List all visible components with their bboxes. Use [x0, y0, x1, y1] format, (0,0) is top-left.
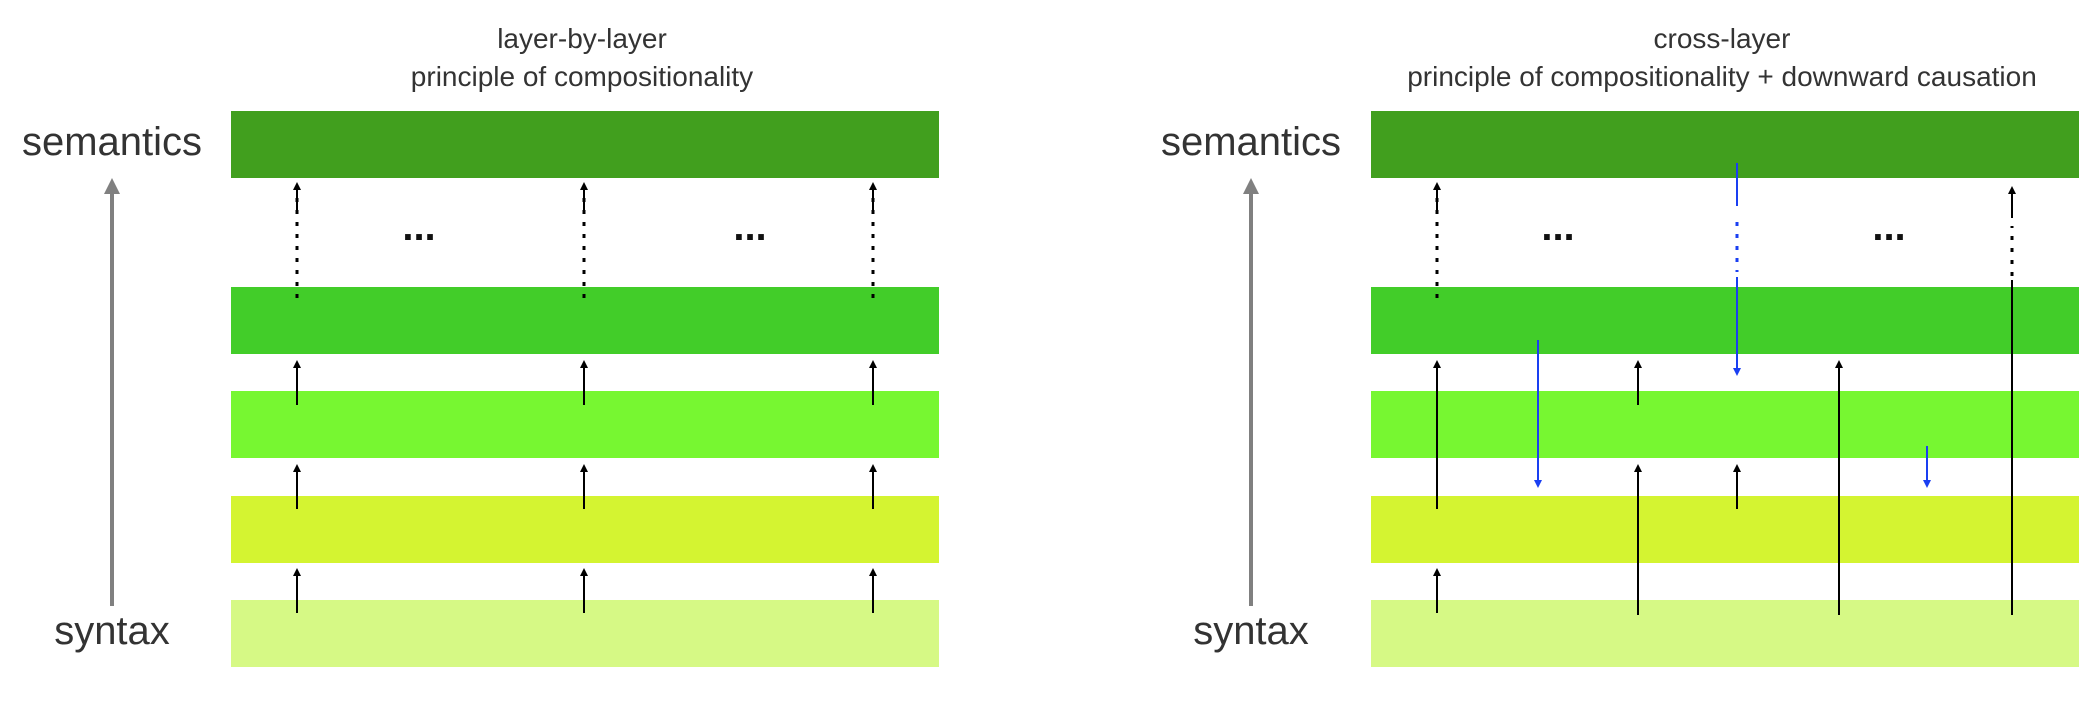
- semantic-layer: [1371, 111, 2079, 178]
- layer-3: [1371, 391, 2079, 458]
- ellipsis: ...: [733, 205, 766, 249]
- panel-title-line1: layer-by-layer: [497, 23, 667, 54]
- panel-title-line1: cross-layer: [1654, 23, 1791, 54]
- semantics-label: semantics: [1161, 120, 1341, 164]
- syntax-label: syntax: [54, 609, 170, 653]
- panel-layer-by-layer: layer-by-layer principle of compositiona…: [22, 23, 939, 667]
- upward-arrows-row: [293, 464, 877, 509]
- ellipsis: ...: [1541, 205, 1574, 249]
- semantics-label: semantics: [22, 120, 202, 164]
- upward-arrows-row: [293, 568, 877, 613]
- upward-arrows-row: [293, 360, 877, 405]
- ellipsis: ...: [402, 205, 435, 249]
- semantic-layer: [231, 111, 939, 178]
- syntax-label: syntax: [1193, 609, 1309, 653]
- layer-4: [231, 287, 939, 354]
- panel-title-line2: principle of compositionality + downward…: [1407, 61, 2037, 92]
- ellipsis: ...: [1872, 205, 1905, 249]
- layer-2: [1371, 496, 2079, 563]
- panel-cross-layer: cross-layer principle of compositionalit…: [1161, 23, 2079, 667]
- panel-title-line2: principle of compositionality: [411, 61, 753, 92]
- syntax-layer: [1371, 600, 2079, 667]
- layer-4: [1371, 287, 2079, 354]
